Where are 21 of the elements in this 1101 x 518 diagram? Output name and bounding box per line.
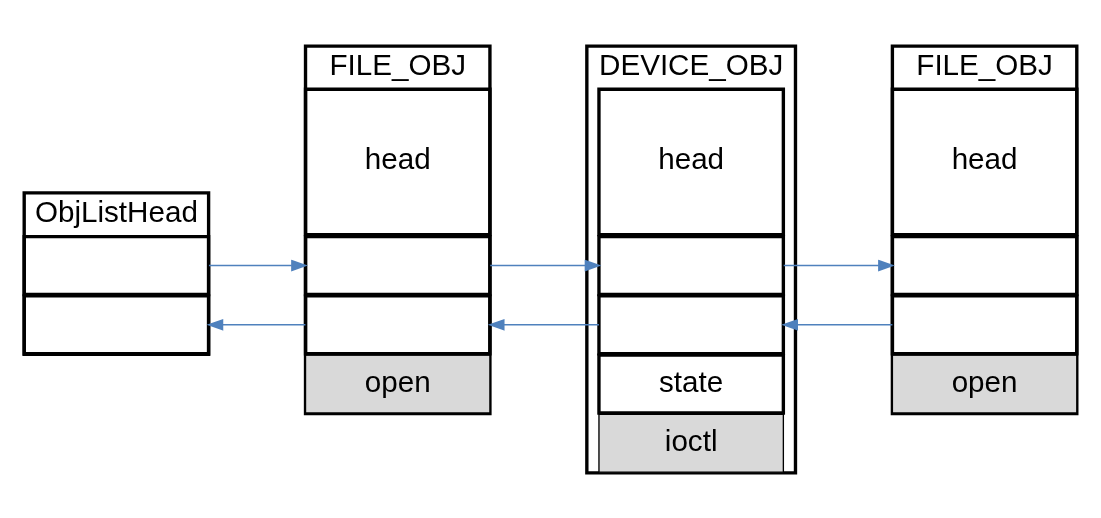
arrow: [487, 318, 600, 331]
node-box: [597, 234, 786, 296]
arrow: [206, 318, 307, 331]
node-box: [890, 234, 1079, 296]
node-box: [22, 293, 211, 355]
arrow: [489, 259, 602, 271]
node-box: open: [891, 353, 1078, 414]
node-box: [890, 293, 1079, 355]
node-box: head: [597, 87, 786, 236]
node-box: ioctl: [598, 413, 785, 473]
node-box: [303, 293, 492, 355]
node-box: state: [597, 352, 786, 415]
node-box: head: [303, 87, 492, 236]
node-box: [597, 293, 786, 355]
node-box: open: [304, 353, 491, 414]
arrow: [208, 259, 308, 271]
node-box: head: [890, 87, 1079, 236]
node-box: [22, 234, 211, 296]
arrow: [782, 259, 895, 271]
node-box: [303, 234, 492, 296]
arrow: [781, 318, 894, 331]
